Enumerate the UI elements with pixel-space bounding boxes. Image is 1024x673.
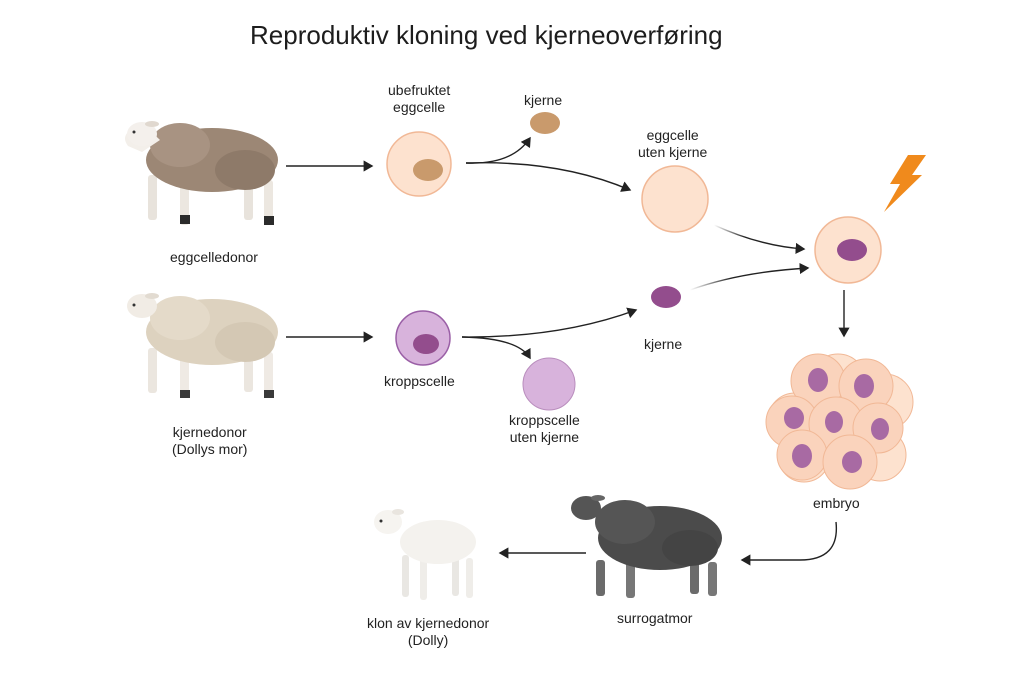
electric-shock-lightning-icon xyxy=(884,155,926,212)
embryo-label: embryo xyxy=(813,495,860,511)
enucleated-body-cell-label-line2: uten kjerne xyxy=(509,429,580,445)
egg-nucleus xyxy=(530,112,560,134)
arrow-enucleated-egg-to-fusion xyxy=(713,224,806,255)
enucleated-egg-label: eggcelle uten kjerne xyxy=(638,127,707,161)
enucleated-egg-label-line2: uten kjerne xyxy=(638,144,708,160)
enucleated-body-cell-label: kroppscelle uten kjerne xyxy=(509,412,580,446)
clone-label-line1: klon av kjernedonor xyxy=(367,615,490,631)
fused-cell xyxy=(814,216,882,284)
unfertilized-egg-label-line2: eggcelle xyxy=(393,99,446,115)
surrogate-label: surrogatmor xyxy=(617,610,693,626)
diagram-title: Reproduktiv kloning ved kjerneoverføring xyxy=(250,20,723,50)
nucleus-donor-label-line1: kjernedonor xyxy=(172,424,247,440)
body-cell xyxy=(395,310,451,366)
nucleus-donor-label: kjernedonor (Dollys mor) xyxy=(172,424,247,458)
arrow-body-cell-to-enucleated xyxy=(461,336,531,360)
nucleus-donor-label-line2: (Dollys mor) xyxy=(172,441,248,457)
body-nucleus xyxy=(651,286,681,308)
enucleated-egg-cell xyxy=(641,165,709,233)
unfertilized-egg-cell xyxy=(386,131,452,197)
egg-donor-sheep-icon xyxy=(125,121,278,225)
clone-label-line2: (Dolly) xyxy=(407,632,449,648)
body-cell-label: kroppscelle xyxy=(384,373,455,389)
surrogate-sheep-icon xyxy=(571,495,722,598)
egg-nucleus-label: kjerne xyxy=(524,92,563,108)
arrow-embryo-to-surrogate xyxy=(740,521,838,566)
enucleated-body-cell-label-line1: kroppscelle xyxy=(509,412,580,428)
arrow-body-cell-to-nucleus xyxy=(461,307,638,338)
enucleated-body-cell xyxy=(522,357,576,411)
clone-label: klon av kjernedonor (Dolly) xyxy=(367,615,489,649)
egg-donor-label: eggcelledonor xyxy=(170,249,258,265)
nucleus-donor-sheep-icon xyxy=(127,293,278,398)
enucleated-egg-label-line1: eggcelle xyxy=(646,127,699,143)
arrow-egg-to-enucleated xyxy=(465,162,632,192)
clone-lamb-icon xyxy=(374,509,476,600)
arrow-nucleus-to-fusion xyxy=(689,262,810,291)
unfertilized-egg-label: ubefruktet eggcelle xyxy=(388,82,450,116)
arrow-egg-to-nucleus xyxy=(465,136,531,164)
unfertilized-egg-label-line1: ubefruktet xyxy=(388,82,451,98)
embryo-cell-cluster xyxy=(765,353,914,490)
body-nucleus-label: kjerne xyxy=(644,336,683,352)
